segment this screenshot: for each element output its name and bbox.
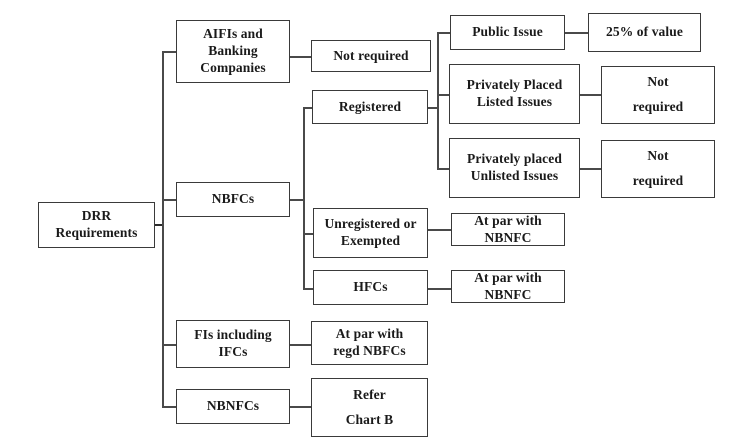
connector-pp-listed-to-result	[580, 94, 601, 96]
node-public-issue-label: Public Issue	[472, 24, 543, 40]
connector-root-trunk	[162, 51, 164, 407]
node-fis-at-par-with-regd-nbfcs-label: At par with regd NBFCs	[333, 326, 406, 358]
node-pp-unlisted-not-required[interactable]: Not required	[601, 140, 715, 198]
node-privately-placed-unlisted-issues[interactable]: Privately placed Unlisted Issues	[449, 138, 580, 198]
node-registered[interactable]: Registered	[312, 90, 428, 124]
node-aifis-not-required-label: Not required	[333, 47, 409, 63]
node-privately-placed-listed-issues[interactable]: Privately Placed Listed Issues	[449, 64, 580, 124]
connector-public-issue-to-result	[565, 32, 589, 34]
node-pp-listed-not-required-label: Not required	[632, 74, 684, 114]
connector-nbfcs-spine	[303, 107, 305, 289]
node-nbfcs-label: NBFCs	[211, 191, 255, 207]
node-fis-including-ifcs[interactable]: FIs including IFCs	[176, 320, 290, 368]
node-unregistered-at-par-with-nbnfc[interactable]: At par with NBNFC	[451, 213, 565, 246]
node-refer-chart-b[interactable]: Refer Chart B	[311, 378, 428, 437]
connector-nbfcs-stub	[290, 199, 304, 201]
connector-hfcs-to-result	[428, 288, 451, 290]
node-nbnfcs[interactable]: NBNFCs	[176, 389, 290, 424]
node-public-issue-25-percent-of-value[interactable]: 25% of value	[588, 13, 701, 52]
node-hfcs-at-par-with-nbnfc[interactable]: At par with NBNFC	[451, 270, 565, 303]
node-privately-placed-unlisted-issues-label: Privately placed Unlisted Issues	[467, 151, 562, 183]
connector-aifis-to-result	[290, 56, 312, 58]
node-aifis-not-required[interactable]: Not required	[311, 40, 431, 72]
node-drr-requirements-label: DRR Requirements	[55, 208, 138, 240]
node-unregistered-or-exempted-label: Unregistered or Exempted	[324, 216, 417, 248]
node-unregistered-or-exempted[interactable]: Unregistered or Exempted	[313, 208, 428, 258]
node-unregistered-at-par-with-nbnfc-label: At par with NBNFC	[474, 212, 542, 245]
connector-root-to-nbnfcs	[162, 406, 177, 408]
node-aifis-banking-companies[interactable]: AIFIs and Banking Companies	[176, 20, 290, 83]
connector-registered-to-pp-unlisted	[437, 168, 451, 170]
node-hfcs[interactable]: HFCs	[313, 270, 428, 305]
connector-pp-unlisted-to-result	[580, 168, 601, 170]
connector-root-to-nbfcs	[162, 199, 177, 201]
node-fis-including-ifcs-label: FIs including IFCs	[194, 327, 272, 359]
connector-nbnfcs-to-result	[290, 406, 312, 408]
node-public-issue-25-percent-of-value-label: 25% of value	[606, 24, 683, 40]
connector-registered-spine	[437, 32, 439, 169]
node-registered-label: Registered	[338, 98, 402, 114]
connector-registered-stub	[428, 107, 439, 109]
connector-unregistered-to-result	[428, 229, 451, 231]
node-hfcs-at-par-with-nbnfc-label: At par with NBNFC	[474, 269, 542, 302]
connector-registered-to-public-issue	[437, 32, 451, 34]
connector-nbfcs-to-hfcs	[303, 288, 313, 290]
node-refer-chart-b-label: Refer Chart B	[345, 386, 394, 427]
connector-nbfcs-to-unregistered	[303, 233, 313, 235]
node-drr-requirements[interactable]: DRR Requirements	[38, 202, 155, 248]
node-fis-at-par-with-regd-nbfcs[interactable]: At par with regd NBFCs	[311, 321, 428, 365]
connector-root-to-aifis	[162, 51, 177, 53]
node-pp-listed-not-required[interactable]: Not required	[601, 66, 715, 124]
node-aifis-banking-companies-label: AIFIs and Banking Companies	[200, 26, 266, 75]
connector-fis-to-result	[290, 344, 312, 346]
node-pp-unlisted-not-required-label: Not required	[632, 148, 684, 188]
node-privately-placed-listed-issues-label: Privately Placed Listed Issues	[466, 77, 563, 109]
node-nbnfcs-label: NBNFCs	[206, 398, 260, 414]
node-nbfcs[interactable]: NBFCs	[176, 182, 290, 217]
node-hfcs-label: HFCs	[353, 279, 388, 295]
connector-root-to-fis	[162, 344, 177, 346]
node-public-issue[interactable]: Public Issue	[450, 15, 565, 50]
connector-root-stub	[155, 224, 164, 226]
connector-nbfcs-to-registered	[303, 107, 313, 109]
connector-registered-to-pp-listed	[437, 94, 451, 96]
